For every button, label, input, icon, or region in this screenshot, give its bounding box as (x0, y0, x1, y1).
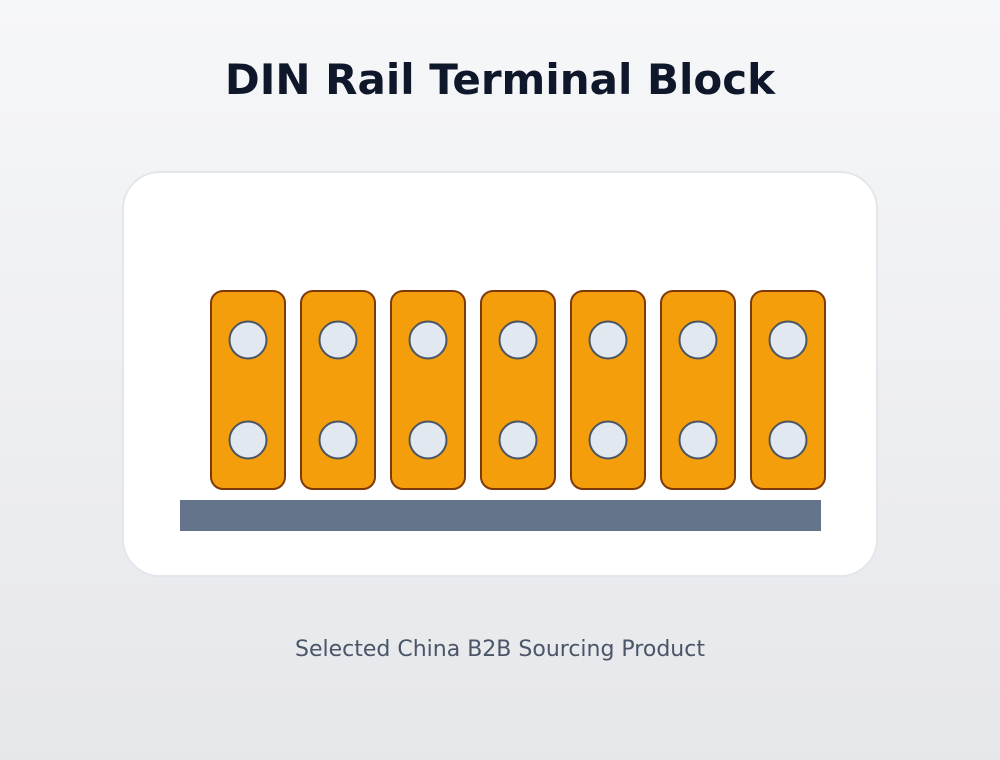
terminal-module (480, 290, 556, 490)
terminal-module (300, 290, 376, 490)
screw-terminal-icon (318, 320, 358, 360)
terminal-module (750, 290, 826, 490)
screw-terminal-icon (228, 420, 268, 460)
screw-terminal-icon (768, 420, 808, 460)
din-rail (180, 500, 821, 531)
page-title: DIN Rail Terminal Block (224, 55, 776, 104)
screw-terminal-icon (588, 320, 628, 360)
screw-terminal-icon (678, 320, 718, 360)
product-caption: Selected China B2B Sourcing Product (295, 637, 705, 662)
screw-terminal-icon (588, 420, 628, 460)
screw-terminal-icon (678, 420, 718, 460)
screw-terminal-icon (228, 320, 268, 360)
screw-terminal-icon (768, 320, 808, 360)
terminal-module (390, 290, 466, 490)
terminal-module (210, 290, 286, 490)
screw-terminal-icon (318, 420, 358, 460)
terminal-module (570, 290, 646, 490)
terminal-module (660, 290, 736, 490)
screw-terminal-icon (498, 320, 538, 360)
terminal-group (210, 290, 826, 490)
screw-terminal-icon (408, 420, 448, 460)
screw-terminal-icon (498, 420, 538, 460)
screw-terminal-icon (408, 320, 448, 360)
